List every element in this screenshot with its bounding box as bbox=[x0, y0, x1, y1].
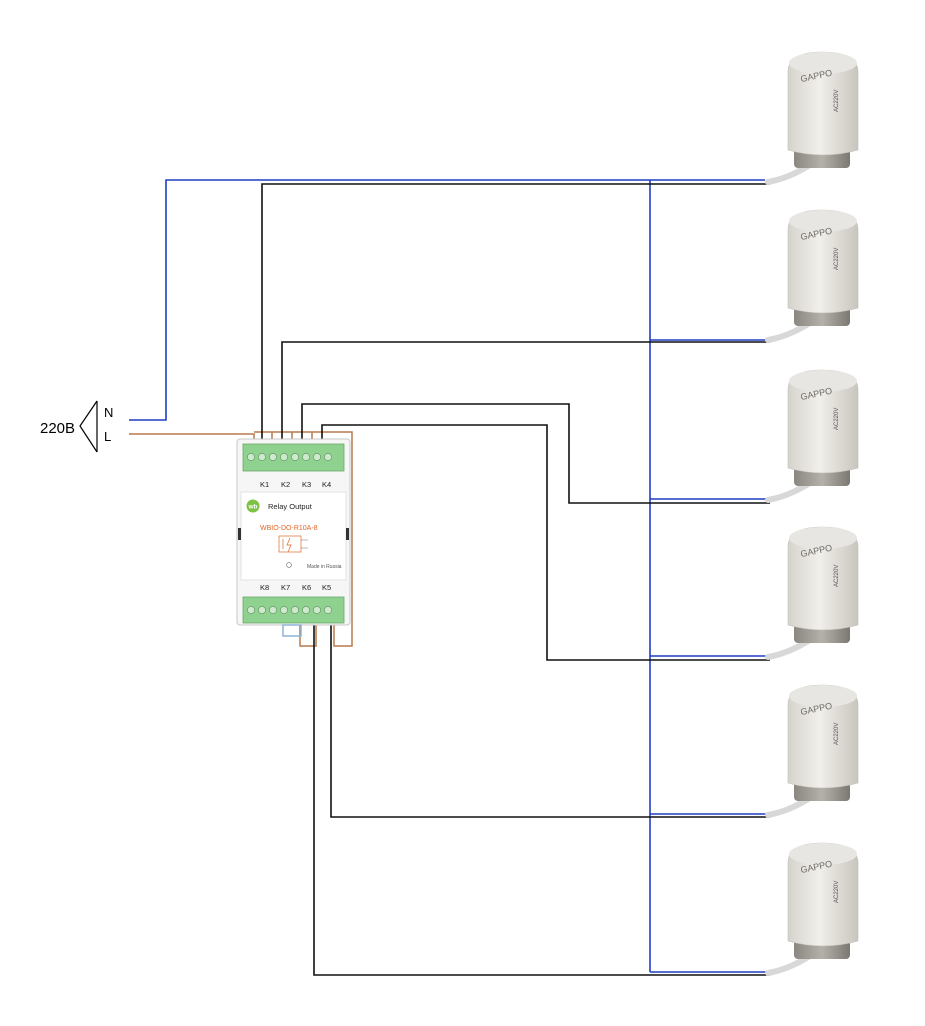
signal-wire-k5 bbox=[330, 622, 770, 818]
actuators: GAPPO AC220V GAPPO AC220V GAPPO AC220V G… bbox=[765, 51, 859, 976]
terminal-labels-top: K1 K2 K3 K4 bbox=[260, 480, 331, 489]
thermal-actuator-2: GAPPO AC220V bbox=[765, 209, 859, 343]
signal-wire-k6 bbox=[313, 622, 770, 976]
terminal-screws-top bbox=[247, 453, 332, 461]
line-jumper-bottom bbox=[299, 622, 317, 647]
thermal-actuator-6: GAPPO AC220V bbox=[765, 842, 859, 976]
neutral-feed-wire bbox=[129, 179, 765, 421]
neutral-wiring bbox=[129, 179, 770, 973]
terminal-label-k1: K1 bbox=[260, 480, 269, 489]
terminal-screws-bottom bbox=[247, 606, 332, 614]
thermal-actuator-5: GAPPO AC220V bbox=[765, 684, 859, 818]
terminal-label-k6: K6 bbox=[302, 583, 311, 592]
signal-wire-k4 bbox=[321, 424, 770, 661]
actuator-spec-1: AC220V bbox=[834, 90, 840, 112]
actuator-spec-5: AC220V bbox=[834, 723, 840, 745]
terminal-label-k8: K8 bbox=[260, 583, 269, 592]
module-model: WBIO-DO-R10A-8 bbox=[260, 525, 318, 532]
actuator-spec-3: AC220V bbox=[834, 408, 840, 430]
neutral-label: N bbox=[104, 405, 113, 420]
actuator-spec-6: AC220V bbox=[834, 881, 840, 903]
terminal-label-k7: K7 bbox=[281, 583, 290, 592]
thermal-actuator-4: GAPPO AC220V bbox=[765, 526, 859, 660]
din-clip-right bbox=[346, 528, 349, 540]
signal-wire-k1 bbox=[261, 183, 770, 443]
din-rail-latch bbox=[282, 624, 302, 637]
actuator-spec-2: AC220V bbox=[834, 248, 840, 270]
mode-button-icon bbox=[286, 562, 292, 568]
terminal-label-k3: K3 bbox=[302, 480, 311, 489]
supply-voltage-label: 220В bbox=[40, 420, 75, 437]
wb-logo bbox=[246, 499, 260, 513]
line-feed-wire bbox=[129, 433, 255, 443]
terminal-label-k2: K2 bbox=[281, 480, 290, 489]
signal-wiring bbox=[261, 183, 770, 976]
wb-logo-text: wb bbox=[248, 504, 258, 511]
relay-schematic-icon bbox=[278, 535, 308, 553]
terminal-label-k4: K4 bbox=[322, 480, 331, 489]
made-in-label: Made in Russia bbox=[307, 564, 342, 570]
actuator-spec-4: AC220V bbox=[834, 565, 840, 587]
module-title: Relay Output bbox=[268, 502, 313, 511]
terminal-label-k5: K5 bbox=[322, 583, 331, 592]
line-label: L bbox=[104, 429, 111, 444]
power-supply-symbol: 220В N L bbox=[40, 400, 113, 453]
relay-module: K1 K2 K3 K4 wb Relay Output WBIO-DO-R10A… bbox=[236, 438, 351, 637]
terminal-labels-bottom: K8 K7 K6 K5 bbox=[260, 583, 331, 592]
din-clip-left bbox=[238, 528, 241, 540]
supply-chevron bbox=[79, 400, 98, 453]
thermal-actuator-3: GAPPO AC220V bbox=[765, 369, 859, 503]
signal-wire-k2 bbox=[281, 341, 770, 443]
line-bridge-right bbox=[254, 431, 353, 647]
signal-wire-k3 bbox=[301, 403, 770, 504]
thermal-actuator-1: GAPPO AC220V bbox=[765, 51, 859, 185]
